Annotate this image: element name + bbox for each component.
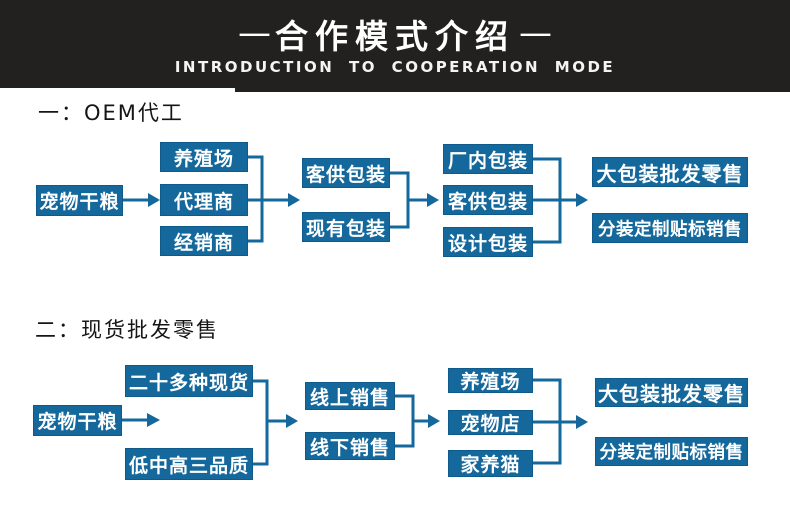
flow2-node-bulk-wholesale-retail: 大包装批发零售 (595, 378, 748, 407)
flow1-node-existing-packaging: 现有包装 (302, 212, 390, 242)
flow1-node-designed-packaging: 设计包装 (443, 227, 533, 257)
flow2-node-pet-dry-food: 宠物干粮 (33, 405, 122, 436)
arrowheads (147, 193, 588, 429)
title-dash-left: — (238, 13, 271, 52)
flow1-node-customer-supplied-packaging: 客供包装 (302, 158, 390, 188)
flow2-node-breeding-farm: 养殖场 (448, 368, 533, 393)
flow2-node-twenty-plus-stock: 二十多种现货 (125, 365, 253, 397)
flow1-node-customer-supplied-packaging-2: 客供包装 (443, 185, 533, 215)
flow2-node-house-cat: 家养猫 (448, 450, 533, 477)
flow1-node-in-factory-packaging: 厂内包装 (443, 144, 533, 174)
header-bottom-strip (235, 88, 790, 92)
section-1-title: 一：OEM代工 (38, 101, 184, 125)
title-dash-right: — (519, 13, 552, 52)
section-2-title: 二：现货批发零售 (35, 318, 219, 342)
flow2-node-online-sales: 线上销售 (305, 382, 395, 410)
flow2-node-offline-sales: 线下销售 (305, 432, 395, 460)
flow1-node-breeding-farm: 养殖场 (160, 142, 248, 172)
flow1-node-repack-custom-label-sales: 分装定制贴标销售 (592, 213, 748, 243)
flow2-node-repack-custom-label-sales: 分装定制贴标销售 (595, 437, 748, 466)
flow1-node-agent: 代理商 (160, 184, 248, 216)
flow2-node-pet-store: 宠物店 (448, 410, 533, 435)
flow2-node-three-quality-grades: 低中高三品质 (125, 448, 253, 480)
flow1-node-bulk-wholesale-retail: 大包装批发零售 (592, 157, 748, 187)
page-title-text: 合作模式介绍 (275, 17, 515, 56)
flow1-node-distributor: 经销商 (160, 226, 248, 256)
header-banner: —合作模式介绍— INTRODUCTION TO COOPERATION MOD… (0, 0, 790, 88)
flow1-node-pet-dry-food: 宠物干粮 (36, 185, 123, 216)
page-subtitle: INTRODUCTION TO COOPERATION MODE (174, 58, 616, 76)
page-title: —合作模式介绍— (0, 10, 790, 58)
